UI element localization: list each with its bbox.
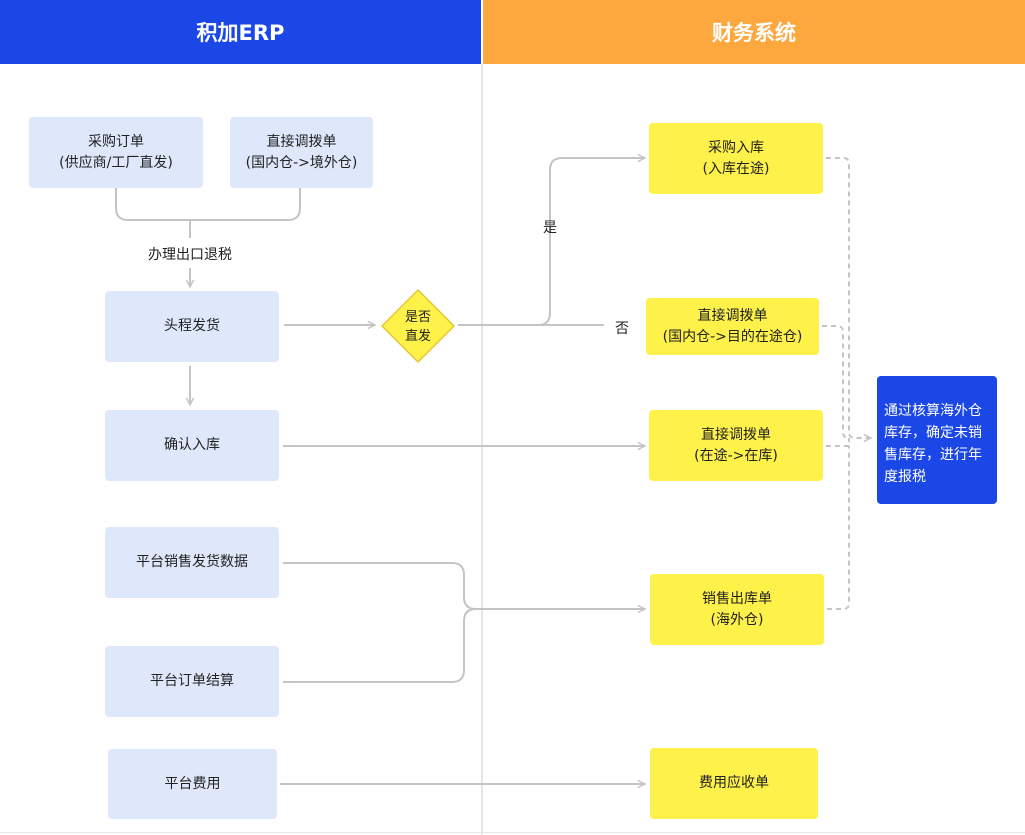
connector-decision-yes [458,158,645,326]
transfer-order-title: 直接调拨单 [266,133,337,150]
connector-sales-merge [283,562,645,609]
purchase-inbound-box: 采购入库 (入库在途) [649,123,823,194]
confirm-inbound-label: 确认入库 [164,437,220,453]
platform-fee-box: 平台费用 [108,749,277,819]
platform-settlement-label: 平台订单结算 [150,673,234,689]
sales-outbound-subtitle: (海外仓) [710,611,764,628]
dashed-transfer-in [826,438,850,447]
decision-line1: 是否 [404,310,431,325]
sales-outbound-title: 销售出库单 [702,590,772,607]
transfer-order-box: 直接调拨单 (国内仓->境外仓) [230,117,373,188]
dashed-transfer-transit [822,325,850,439]
sales-outbound-box: 销售出库单 (海外仓) [650,574,824,645]
decision-text: 是否 直发 [390,306,446,348]
confirm-inbound-box: 确认入库 [105,410,279,481]
column-divider [481,64,483,835]
tax-summary-text: 通过核算海外仓库存，确定未销售库存，进行年度报税 [884,403,982,485]
dashed-sales-out [827,446,850,610]
transfer-transit-subtitle: (国内仓->目的在途仓) [662,328,803,345]
decision-diamond [380,288,456,364]
platform-settlement-box: 平台订单结算 [105,646,279,717]
platform-sales-box: 平台销售发货数据 [105,527,279,598]
fee-receivable-box: 费用应收单 [650,748,818,819]
decision-line2: 直发 [404,329,431,344]
platform-sales-label: 平台销售发货数据 [136,554,248,570]
transfer-inbound-subtitle: (在途->在库) [694,447,778,464]
connector-settle-merge [283,608,477,683]
finance-header: 财务系统 [483,0,1025,64]
connector-merge-top [115,188,301,221]
dashed-purchase-in [826,157,871,438]
transfer-inbound-title: 直接调拨单 [701,426,771,443]
tax-summary-box: 通过核算海外仓库存，确定未销售库存，进行年度报税 [877,376,997,504]
tax-refund-label: 办理出口退税 [148,247,232,263]
first-leg-label: 头程发货 [164,318,220,334]
purchase-order-subtitle: (供应商/工厂直发) [59,154,173,171]
no-label: 否 [615,321,629,337]
transfer-inbound-box: 直接调拨单 (在途->在库) [649,410,823,481]
bottom-border [0,832,1025,833]
first-leg-shipment-box: 头程发货 [105,291,279,362]
transfer-transit-title: 直接调拨单 [697,307,768,324]
transfer-order-subtitle: (国内仓->境外仓) [245,154,358,171]
erp-header: 积加ERP [0,0,481,64]
purchase-inbound-subtitle: (入库在途) [702,160,770,177]
purchase-order-box: 采购订单 (供应商/工厂直发) [29,117,203,188]
transfer-transit-box: 直接调拨单 (国内仓->目的在途仓) [646,298,819,355]
yes-label: 是 [543,220,557,236]
purchase-inbound-title: 采购入库 [708,139,764,156]
platform-fee-label: 平台费用 [164,775,221,792]
purchase-order-title: 采购订单 [88,133,144,150]
fee-receivable-label: 费用应收单 [699,775,769,791]
